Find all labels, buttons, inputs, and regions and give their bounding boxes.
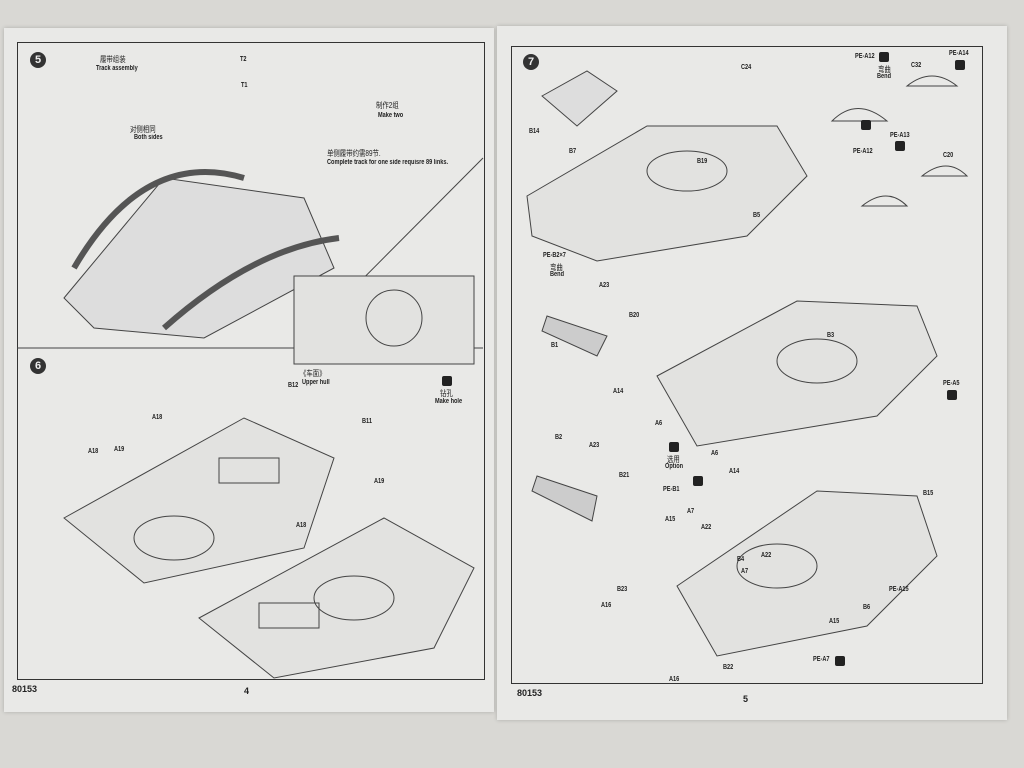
part-label: A14 [729, 468, 740, 475]
part-label: A22 [761, 552, 772, 559]
note-en: Make two [378, 112, 404, 119]
part-label: B2 [555, 434, 563, 441]
bend-icon [835, 656, 845, 666]
bend-label-en: Bend [877, 73, 891, 80]
part-label: A18 [296, 522, 307, 529]
part-label: B20 [629, 312, 640, 319]
note-cn: 对侧相同 [130, 125, 156, 134]
part-label: B19 [697, 158, 708, 165]
page-number: 5 [743, 694, 749, 704]
bend-icon [947, 390, 957, 400]
part-label: A18 [152, 414, 163, 421]
step-6-badge: 6 [30, 358, 46, 374]
instruction-page-right: 7 C24 B14 B7 B19 B5 PE-A12 弯曲 Bend C32 P… [497, 26, 1007, 720]
assembly-drawing-left [17, 157, 484, 679]
note-en: Make hole [435, 398, 463, 405]
part-label: C20 [943, 152, 954, 159]
part-label: A7 [687, 508, 695, 515]
part-label: A19 [374, 478, 385, 485]
note-cn: 制作2组 [376, 101, 399, 110]
bend-label-cn: 弯曲 [550, 263, 563, 272]
note-en: Complete track for one side requisre 89 … [327, 159, 449, 166]
product-code: 80153 [12, 684, 38, 694]
step-title-en: Track assembly [96, 65, 138, 72]
part-label: PE-A7 [813, 656, 830, 663]
part-label: A18 [88, 448, 99, 455]
part-label: B12 [288, 382, 299, 389]
part-label: PE-A14 [949, 50, 969, 57]
part-label: A19 [114, 446, 125, 453]
part-label: T2 [240, 56, 247, 63]
part-label: A6 [655, 420, 663, 427]
step-title-cn: 履带组装 [100, 55, 126, 64]
page-frame [17, 42, 485, 680]
part-label: B6 [863, 604, 871, 611]
part-label: A15 [829, 618, 840, 625]
part-label: A23 [599, 282, 610, 289]
page-number: 4 [244, 686, 250, 696]
option-icon [669, 442, 679, 452]
part-label: B22 [723, 664, 734, 671]
part-label: B4 [737, 556, 745, 563]
note-en: Both sides [134, 134, 163, 141]
drill-icon [442, 376, 452, 386]
part-label: B11 [362, 418, 372, 425]
part-label: PE-A12 [853, 148, 873, 155]
bend-icon [895, 141, 905, 151]
part-label: B5 [753, 212, 761, 219]
part-label: PE-A15 [889, 586, 909, 593]
part-label: A16 [601, 602, 612, 609]
part-label: A7 [741, 568, 749, 575]
bend-label-cn: 弯曲 [878, 65, 891, 74]
part-label: A14 [613, 388, 624, 395]
part-label: PE-A12 [855, 53, 875, 60]
option-label-en: Option [665, 463, 684, 470]
note-cn: 钻孔 [440, 389, 453, 398]
part-label: A22 [701, 524, 712, 531]
part-label: A16 [669, 676, 680, 683]
part-label: PE-B1 [663, 486, 680, 493]
bend-icon [955, 60, 965, 70]
product-code: 80153 [517, 688, 543, 698]
note-cn: 《车面》 [300, 369, 326, 378]
part-label: B21 [619, 472, 630, 479]
step-7-badge: 7 [523, 54, 539, 70]
part-label: B7 [569, 148, 577, 155]
instruction-page-left: 5 履带组装 Track assembly T2 T1 制作2组 Make tw… [4, 28, 494, 712]
bend-icon [861, 120, 871, 130]
part-label: B15 [923, 490, 934, 497]
option-label-cn: 选用 [667, 455, 680, 464]
part-label: A23 [589, 442, 600, 449]
part-label: B14 [529, 128, 540, 135]
part-label: PE-A5 [943, 380, 960, 387]
note-cn: 单侧履带约需89节. [327, 149, 381, 158]
part-label: PE-A13 [890, 132, 910, 139]
part-label: PE-B2×7 [543, 252, 566, 259]
part-label: B3 [827, 332, 835, 339]
step-5-badge: 5 [30, 52, 46, 68]
bend-label-en: Bend [550, 271, 564, 278]
part-label: C24 [741, 64, 752, 71]
part-label: C32 [911, 62, 922, 69]
bend-icon [693, 476, 703, 486]
bend-icon [879, 52, 889, 62]
page-frame [511, 46, 983, 684]
note-en: Upper hull [302, 379, 330, 386]
part-label: T1 [241, 82, 248, 89]
part-label: B23 [617, 586, 628, 593]
part-label: A6 [711, 450, 719, 457]
part-label: A15 [665, 516, 676, 523]
assembly-drawing-right [526, 70, 969, 657]
part-label: B1 [551, 342, 559, 349]
